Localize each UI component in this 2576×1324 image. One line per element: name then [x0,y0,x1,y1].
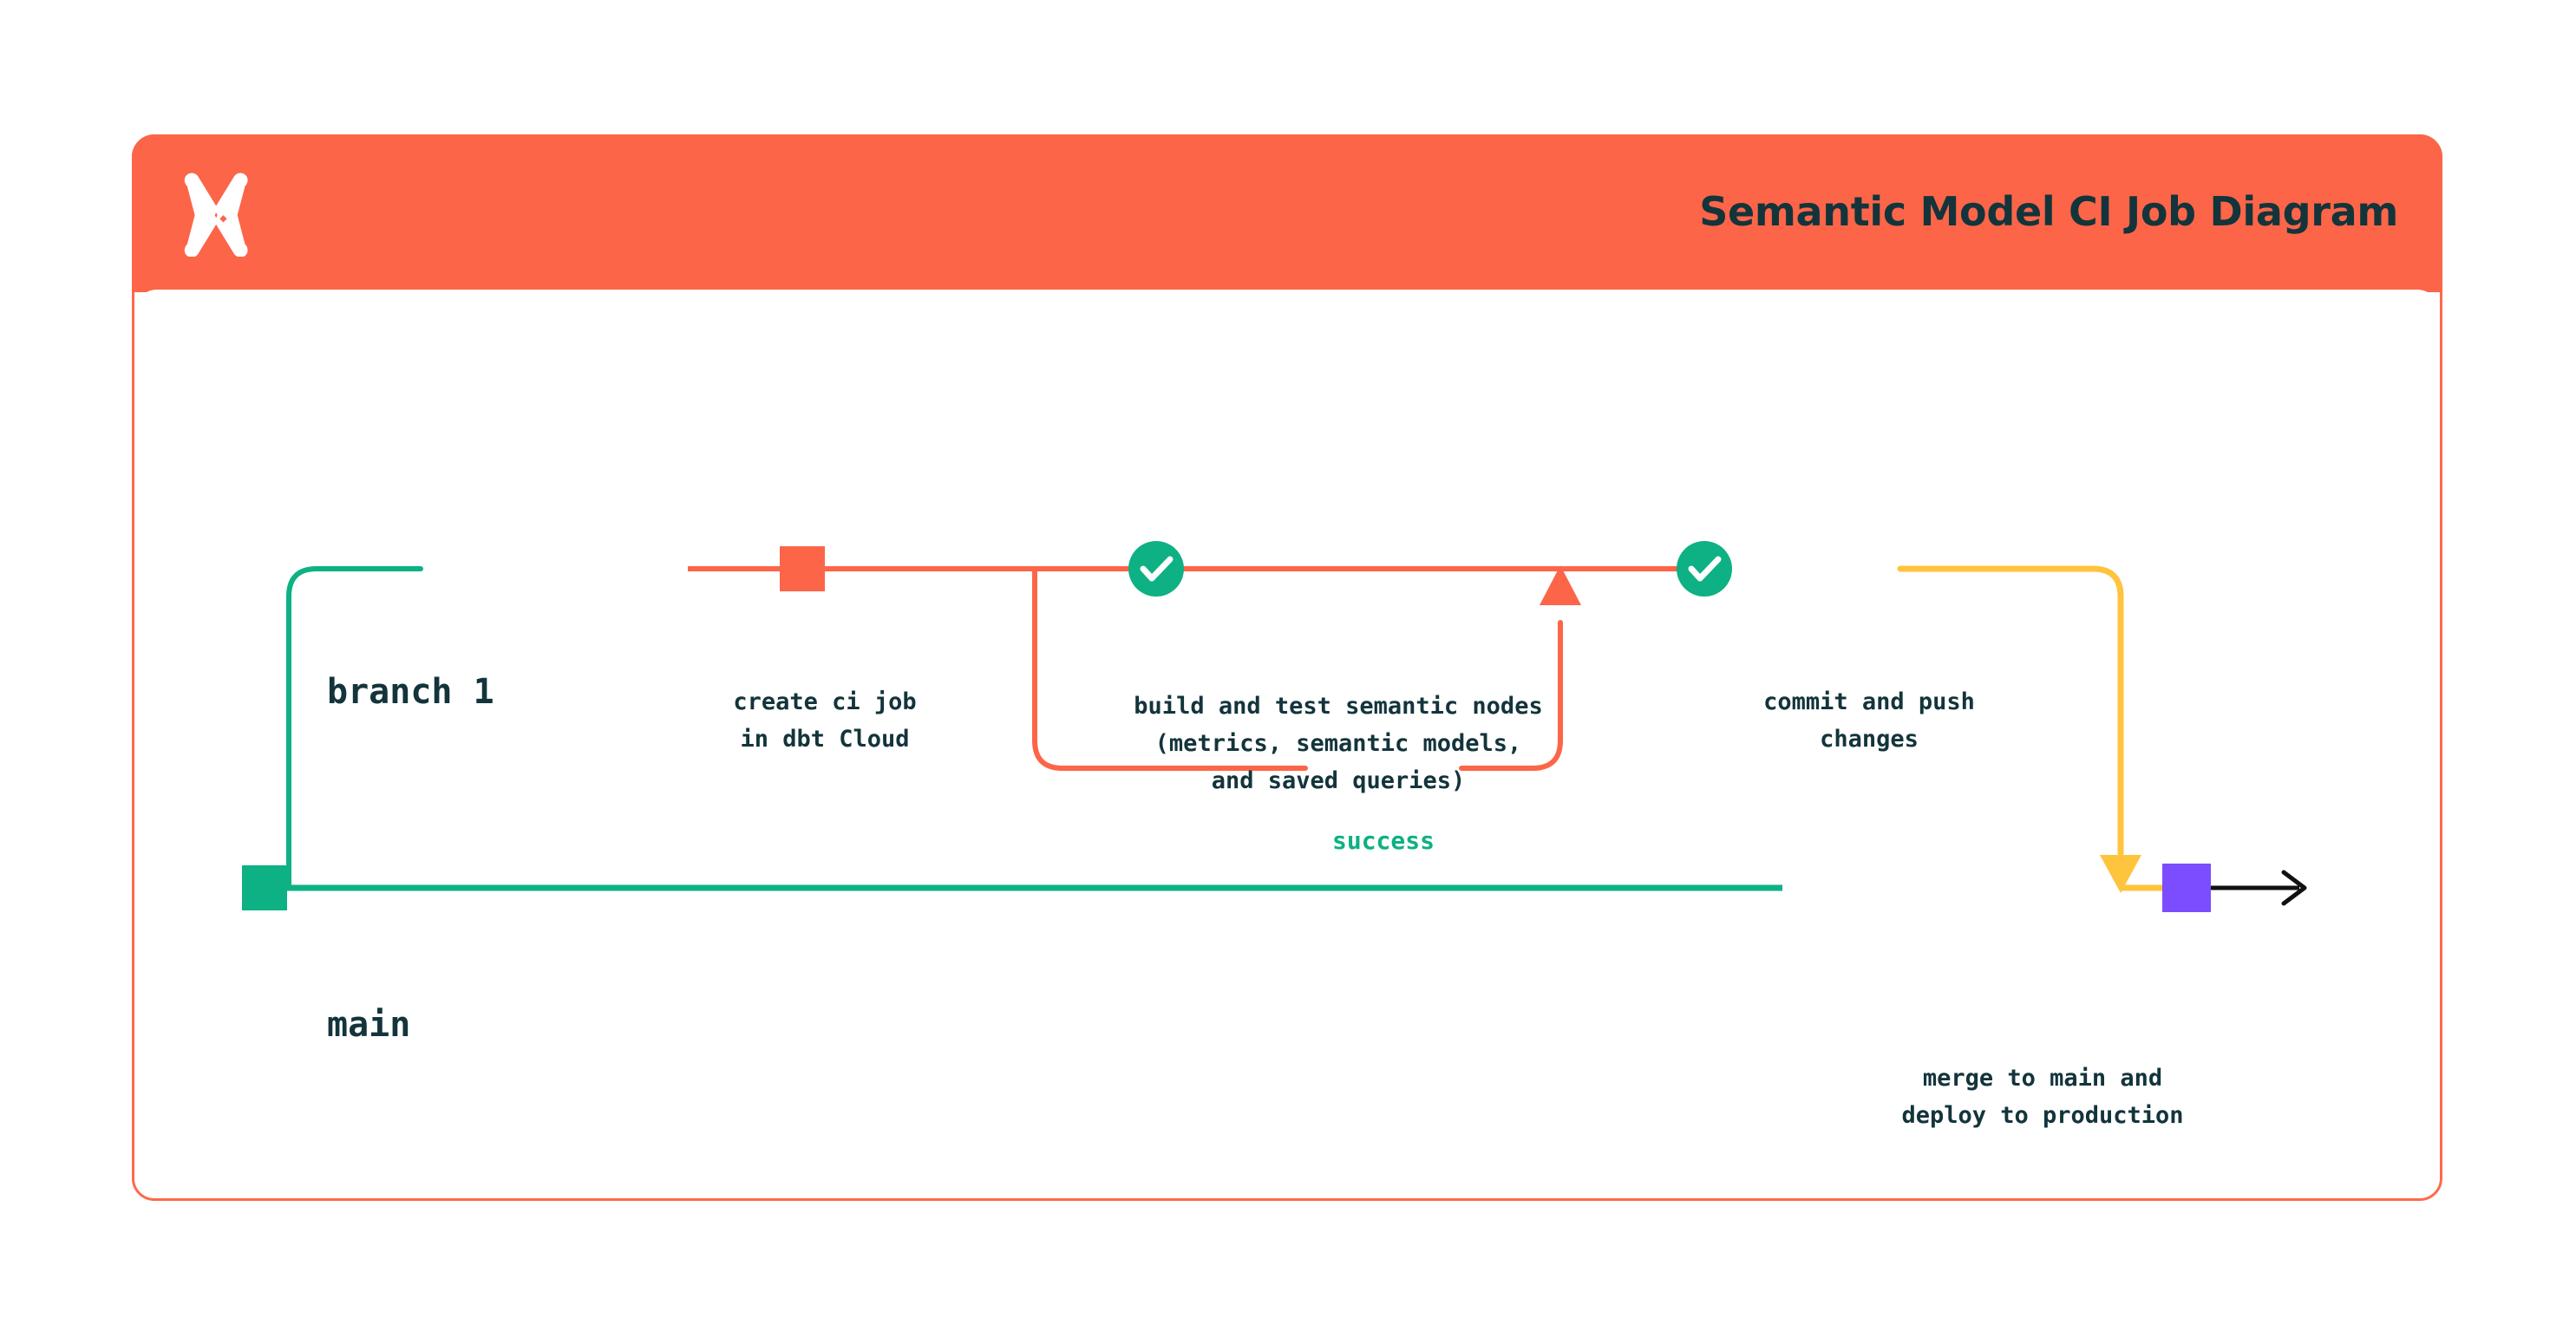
branch-off-path [286,566,423,890]
lane-label-main: main [327,1005,411,1045]
caption-merge-to-main: merge to main and deploy to production [1901,1065,2184,1129]
main-continue-arrow [2211,870,2307,906]
header-body-divider [134,290,2440,329]
node-build-and-test[interactable] [1128,541,1184,597]
diagram-card: Semantic Model CI Job Diagram [132,134,2442,1201]
check-icon [1688,556,1722,582]
node-merge-to-main[interactable] [2162,864,2211,912]
edge-label-success: success [1288,826,1479,855]
caption-build-and-test: build and test semantic nodes (metrics, … [1134,693,1543,794]
node-main-start[interactable] [242,865,287,910]
node-commit-and-push[interactable] [1677,541,1732,597]
caption-create-ci-job: create ci job in dbt Cloud [733,688,917,753]
node-create-ci-job[interactable] [780,546,825,591]
lane-label-branch-1: branch 1 [327,672,494,712]
dbt-x-logo-icon [167,166,258,258]
page-title: Semantic Model CI Job Diagram [1699,188,2398,235]
caption-commit-and-push: commit and push changes [1763,688,1975,753]
check-icon [1140,556,1174,582]
card-header [132,134,2442,292]
